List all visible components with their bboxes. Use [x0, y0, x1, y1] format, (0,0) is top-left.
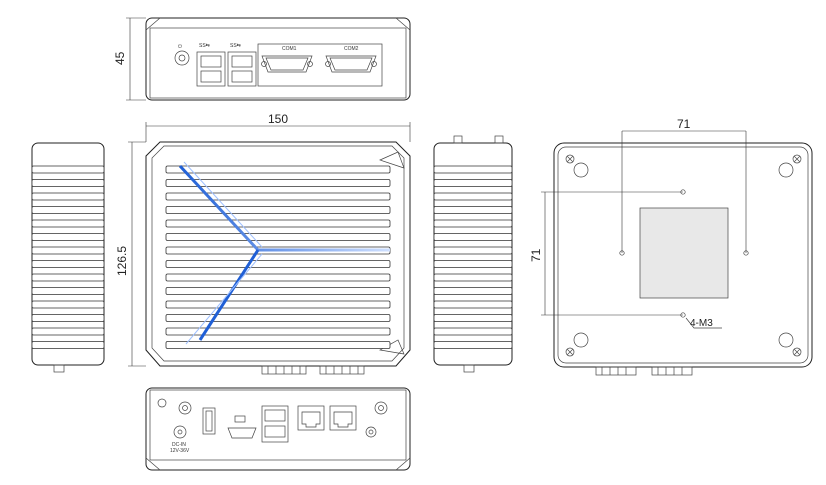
dc-label: DC-IN: [172, 442, 186, 448]
hdmi-port: [227, 427, 257, 439]
side-fin: [433, 233, 513, 241]
side-fin: [433, 327, 513, 336]
side-fin: [31, 273, 105, 282]
side-fin: [433, 300, 513, 309]
power-button-icon: [174, 50, 190, 66]
bottom-view: 4-M3 71 71: [529, 117, 813, 376]
antenna-hole-icon: [178, 401, 192, 415]
side-fin: [433, 287, 513, 295]
corner-accent-top: [379, 151, 405, 169]
heatsink-fin: [165, 327, 391, 336]
side-fin: [433, 192, 513, 201]
mount-holes-label: 4-M3: [690, 318, 713, 329]
rubber-foot: [778, 332, 794, 348]
side-fin: [31, 287, 105, 295]
bottom-access-panel: [639, 207, 729, 299]
front-view: [145, 141, 411, 367]
lan-port-2: [329, 405, 357, 431]
side-fin: [433, 341, 513, 349]
side-fin: [31, 246, 105, 255]
rear-io-panel-view: DC-IN 12V-36V: [145, 387, 411, 471]
top-io-panel-view: ⏻ SS⇆ SS⇆ COM1 COM2: [145, 17, 411, 101]
side-fin: [433, 314, 513, 322]
usb3-port-stack-2: [227, 51, 257, 87]
left-side-view: [31, 142, 105, 373]
rubber-foot: [573, 162, 589, 178]
heatsink-fin: [165, 179, 391, 187]
side-fin: [31, 206, 105, 214]
usb-label-1: SS⇆: [199, 43, 210, 49]
height-value: 126.5: [115, 246, 129, 276]
side-fin: [433, 206, 513, 214]
rubber-foot: [778, 162, 794, 178]
heatsink-fin: [165, 233, 391, 241]
side-fin: [433, 179, 513, 187]
heatsink-fin: [165, 300, 391, 309]
dc-in-jack-icon: [173, 425, 187, 439]
heatsink-fin: [165, 273, 391, 282]
side-fin: [31, 314, 105, 322]
side-fin: [433, 273, 513, 282]
side-fin: [31, 219, 105, 228]
hole-spacing-y-value: 71: [529, 248, 543, 262]
width-dimension: 150: [145, 112, 411, 142]
power-button-icon: [365, 426, 377, 438]
com2-label: COM2: [344, 46, 359, 52]
side-fin: [31, 327, 105, 336]
side-fin: [31, 260, 105, 268]
lan-port-1: [297, 405, 325, 431]
usb-label-2: SS⇆: [230, 43, 241, 49]
side-fin: [433, 219, 513, 228]
depth-value: 45: [113, 51, 127, 65]
side-fin: [31, 192, 105, 201]
accent-line-lower: [198, 249, 260, 341]
com1-label: COM1: [282, 46, 297, 52]
svg-text:⏻: ⏻: [178, 44, 182, 50]
side-fin: [433, 165, 513, 174]
hole-spacing-x-value: 71: [677, 117, 691, 131]
rubber-foot: [573, 332, 589, 348]
usb3-port-stack-1: [196, 51, 226, 87]
front-bottom-connectors: [261, 365, 365, 375]
com2-port: [325, 55, 377, 73]
side-fin: [31, 341, 105, 349]
right-side-view: [433, 135, 513, 373]
antenna-hole-icon: [374, 401, 388, 415]
width-value: 150: [268, 112, 288, 126]
heatsink-fin: [165, 287, 391, 295]
side-fin: [433, 246, 513, 255]
corner-screw-icon: [565, 154, 802, 357]
heatsink-fin: [165, 341, 391, 349]
side-fin: [31, 300, 105, 309]
side-fin: [31, 165, 105, 174]
depth-dimension: 45: [113, 17, 146, 101]
hdmi-port-vertical: [202, 407, 216, 435]
heatsink-fin: [165, 165, 391, 174]
heatsink-fin: [165, 192, 391, 201]
heatsink-fin: [165, 260, 391, 268]
heatsink-fin: [165, 219, 391, 228]
dc-spec: 12V-36V: [170, 448, 190, 454]
side-fin: [433, 260, 513, 268]
side-fin: [31, 179, 105, 187]
com1-port: [261, 55, 313, 73]
heatsink-fins: [165, 165, 391, 349]
height-dimension: 126.5: [115, 141, 146, 367]
heatsink-fin: [165, 206, 391, 214]
heatsink-fin: [165, 314, 391, 322]
side-fin: [31, 233, 105, 241]
usb-port-stack: [261, 405, 289, 443]
